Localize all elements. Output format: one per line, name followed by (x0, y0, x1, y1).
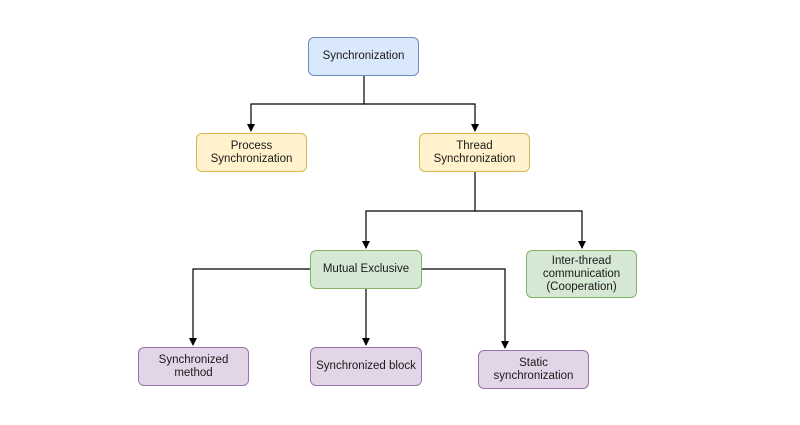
edge-mutual-to-method (189, 268, 310, 346)
node-static-synchronization: Static synchronization (478, 350, 589, 389)
node-synchronization: Synchronization (308, 37, 419, 76)
node-synchronized-method: Synchronized method (138, 347, 249, 386)
edge-mutual-to-static (422, 268, 509, 349)
node-mutual-exclusive: Mutual Exclusive (310, 250, 422, 289)
node-inter-thread-communication: Inter-thread communication (Cooperation) (526, 250, 637, 298)
edge-thread-to-mutual (362, 172, 476, 249)
edge-sync-to-process (247, 76, 365, 132)
edge-thread-to-inter (475, 210, 586, 249)
node-synchronized-block: Synchronized block (310, 347, 422, 386)
node-process-synchronization: Process Synchronization (196, 133, 307, 172)
edge-sync-to-thread (364, 103, 479, 132)
node-thread-synchronization: Thread Synchronization (419, 133, 530, 172)
